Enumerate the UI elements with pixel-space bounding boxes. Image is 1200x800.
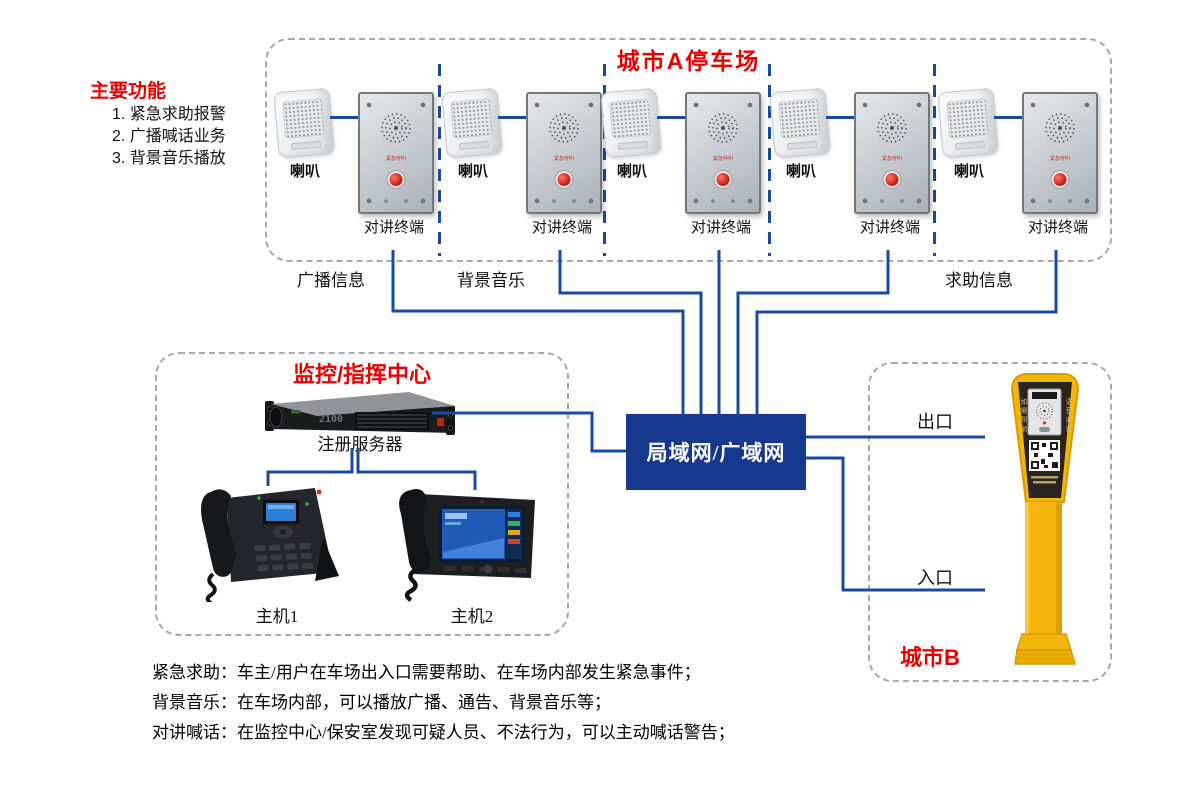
- speaker-label: 喇叭: [457, 164, 488, 180]
- sunburst-grille-icon: [877, 113, 907, 143]
- speaker-terminal-link: [994, 116, 1022, 119]
- unit-separator: [933, 64, 936, 256]
- speaker-terminal-link: [330, 116, 358, 119]
- features-title: 主要功能: [90, 81, 167, 102]
- intercom-terminal-icon: 紧急呼叫: [526, 92, 602, 214]
- terminal-label: 对讲终端: [859, 220, 920, 236]
- terminal-plate-text: 紧急呼叫: [712, 157, 733, 162]
- terminal-label: 对讲终端: [690, 220, 751, 236]
- feature-item: 1. 紧急求助报警: [112, 106, 226, 123]
- speaker-label: 喇叭: [616, 164, 647, 180]
- terminal-label: 对讲终端: [1027, 220, 1088, 236]
- speaker-label: 喇叭: [785, 164, 816, 180]
- speaker-label: 喇叭: [289, 164, 320, 180]
- background-music-label: 背景音乐: [457, 271, 525, 290]
- description-line: 紧急求助：车主/用户在车场出入口需要帮助、在车场内部发生紧急事件；: [152, 663, 701, 682]
- call-button-icon: [1051, 171, 1069, 188]
- intercom-unit: 紧急呼叫 喇叭 对讲终端: [273, 40, 444, 250]
- speaker-grille: [282, 98, 326, 139]
- unit-separator: [603, 64, 606, 256]
- monitoring-center-title: 监控/指挥中心: [292, 362, 432, 387]
- exit-label: 出口: [917, 412, 953, 432]
- descriptions-block: 紧急求助：车主/用户在车场出入口需要帮助、在车场内部发生紧急事件； 背景音乐：在…: [152, 658, 872, 748]
- speaker-terminal-link: [498, 116, 526, 119]
- terminal-label: 对讲终端: [363, 220, 424, 236]
- speaker-slot: [458, 140, 490, 151]
- parking-pillar-icon: [1010, 373, 1080, 665]
- speaker-grille: [778, 98, 822, 139]
- call-button-icon: [883, 171, 901, 188]
- horn-speaker-icon: [769, 87, 831, 159]
- speaker-slot: [290, 140, 322, 151]
- sunburst-grille-icon: [708, 113, 738, 143]
- intercom-terminal-icon: 紧急呼叫: [854, 92, 930, 214]
- speaker-grille: [450, 98, 494, 139]
- wire-terminal-2: [558, 250, 703, 416]
- phone2-label: 主机2: [450, 607, 494, 626]
- server-label: 注册服务器: [317, 435, 403, 454]
- sunburst-grille-icon: [549, 113, 579, 143]
- network-label: 局域网/广域网: [646, 441, 786, 465]
- description-line: 对讲喊话：在监控中心/保安室发现可疑人员、不法行为，可以主动喊话警告；: [152, 723, 735, 742]
- broadcast-info-label: 广播信息: [297, 271, 365, 290]
- intercom-unit: 紧急呼叫 喇叭 对讲终端: [441, 40, 612, 250]
- pillar-left-text: 如需帮助: [1020, 398, 1027, 434]
- speaker-grille: [946, 98, 990, 139]
- features-list: 1. 紧急求助报警 2. 广播喊话业务 3. 背景音乐播放: [112, 104, 226, 170]
- call-button-icon: [387, 171, 405, 188]
- monitoring-center-box: 监控/指挥中心 2100 注册服务器: [155, 352, 569, 636]
- terminal-plate-text: 紧急呼叫: [385, 157, 406, 162]
- intercom-terminal-icon: 紧急呼叫: [1022, 92, 1098, 214]
- speaker-slot: [786, 140, 818, 151]
- intercom-unit: 紧急呼叫 喇叭 对讲终端: [769, 40, 940, 250]
- server-model-text: 2100: [319, 414, 343, 425]
- help-info-label: 求助信息: [945, 271, 1013, 290]
- speaker-grille: [609, 98, 653, 139]
- description-line: 背景音乐：在车场内部，可以播放广播、通告、背景音乐等；: [152, 693, 611, 712]
- speaker-slot: [617, 140, 649, 151]
- intercom-unit: 紧急呼叫 喇叭 对讲终端: [600, 40, 771, 250]
- intercom-terminal-icon: 紧急呼叫: [685, 92, 761, 214]
- sunburst-grille-icon: [381, 113, 411, 143]
- call-button-icon: [555, 171, 573, 188]
- terminal-plate-text: 紧急呼叫: [553, 157, 574, 162]
- parking-a-box: 城市A停车场 紧急呼叫 喇叭 对讲终端 紧急呼叫 喇叭: [265, 38, 1112, 262]
- unit-separator: [438, 64, 441, 256]
- unit-separator: [768, 64, 771, 256]
- city-b-box: 出口 入口 城市B: [868, 362, 1112, 682]
- speaker-slot: [954, 140, 986, 151]
- intercom-terminal-icon: 紧急呼叫: [358, 92, 434, 214]
- call-button-icon: [714, 171, 732, 188]
- parking-a-title: 城市A停车场: [616, 48, 761, 74]
- horn-speaker-icon: [441, 87, 503, 159]
- speaker-label: 喇叭: [953, 164, 984, 180]
- terminal-label: 对讲终端: [531, 220, 592, 236]
- feature-item: 2. 广播喊话业务: [112, 128, 226, 145]
- speaker-terminal-link: [826, 116, 854, 119]
- entrance-label: 入口: [917, 568, 953, 588]
- terminal-plate-text: 紧急呼叫: [1049, 157, 1070, 162]
- horn-speaker-icon: [273, 87, 335, 159]
- speaker-terminal-link: [657, 116, 685, 119]
- wire-terminal-4: [736, 250, 890, 416]
- intercom-unit: 紧急呼叫 喇叭 对讲终端: [937, 40, 1108, 250]
- desk-phone-1-icon: [201, 488, 339, 602]
- sunburst-grille-icon: [1045, 113, 1075, 143]
- city-b-title: 城市B: [900, 645, 960, 670]
- desk-phone-2-icon: [399, 488, 535, 602]
- network-node: 局域网/广域网: [626, 414, 806, 490]
- horn-speaker-icon: [937, 87, 999, 159]
- terminal-plate-text: 紧急呼叫: [881, 157, 902, 162]
- horn-speaker-icon: [600, 87, 662, 159]
- phone1-label: 主机1: [255, 607, 299, 626]
- feature-item: 3. 背景音乐播放: [112, 150, 226, 167]
- pillar-right-text: 语音对讲: [1065, 398, 1072, 434]
